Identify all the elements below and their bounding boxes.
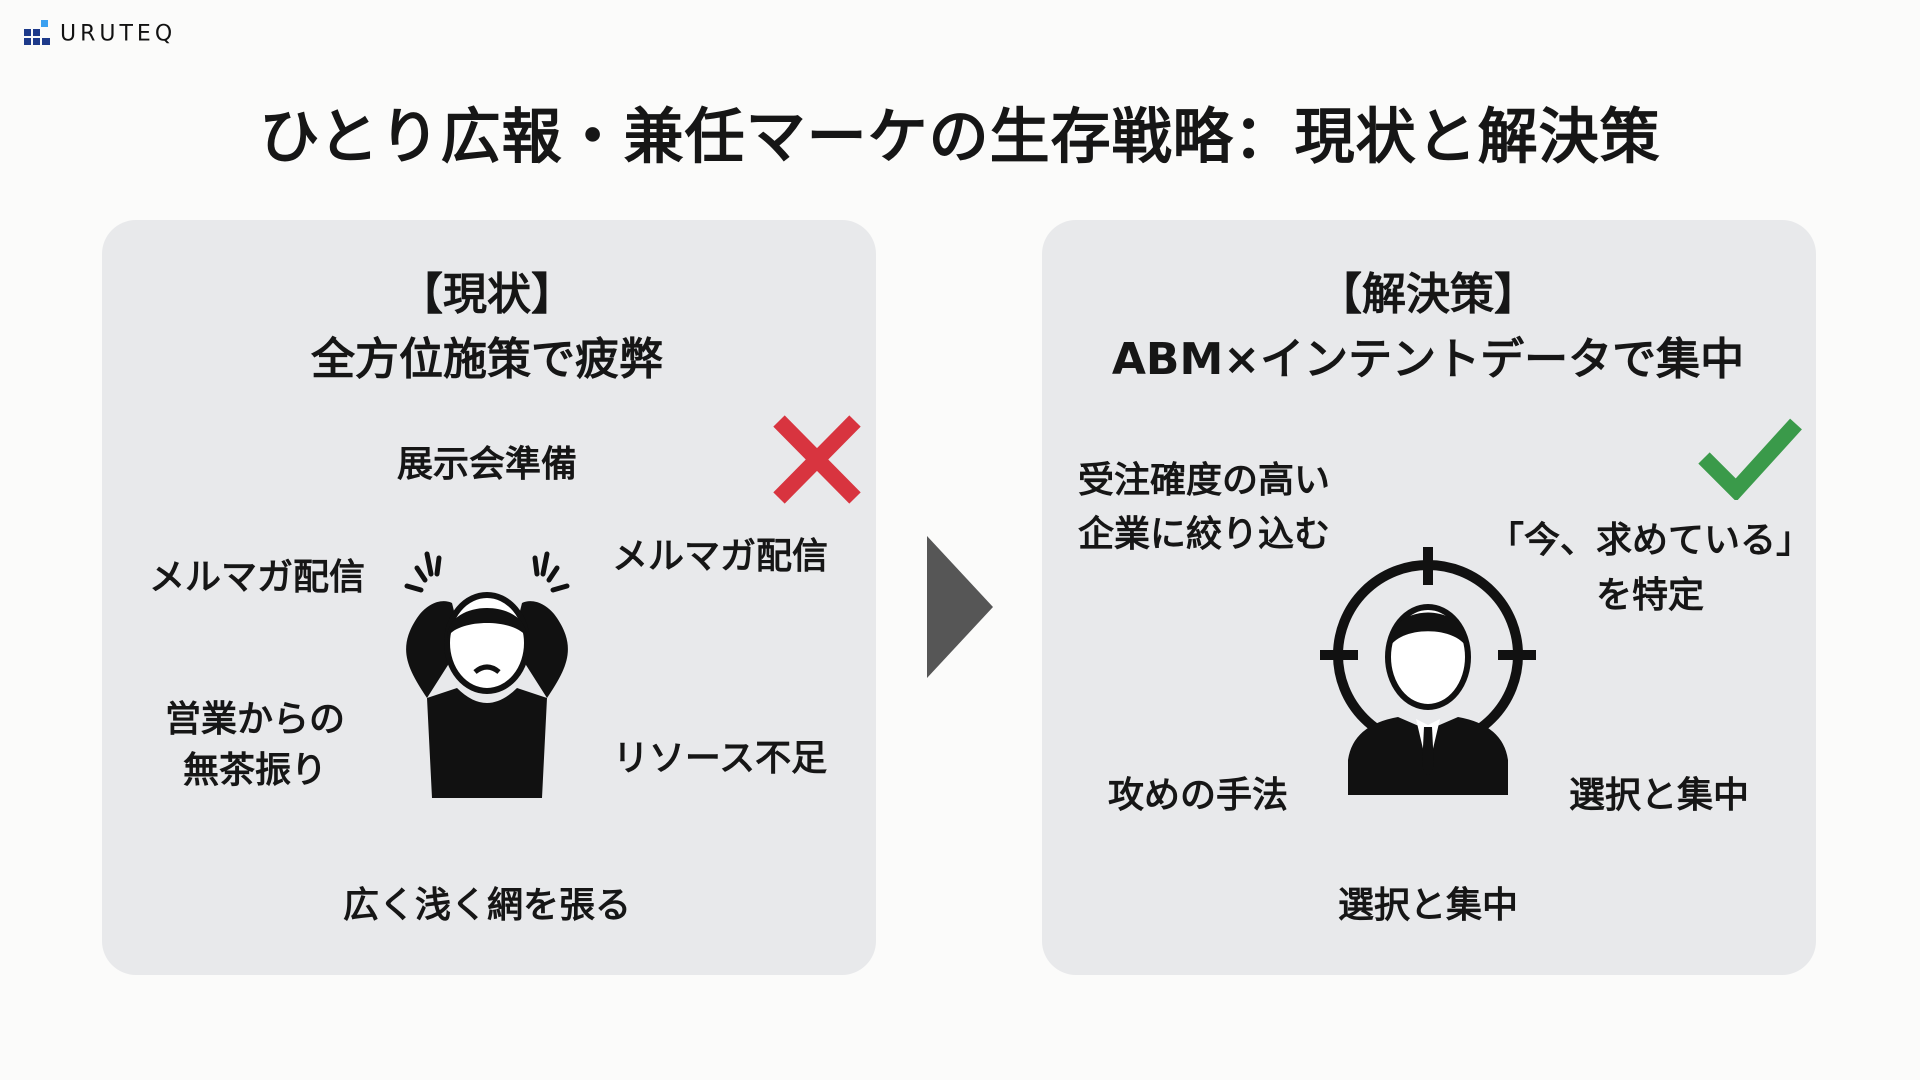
- item-high-probability-1: 受注確度の高い: [1078, 460, 1331, 501]
- item-wide-net: 広く浅く網を張る: [342, 885, 632, 926]
- arrow-right-icon: [927, 536, 993, 678]
- item-resource-shortage: リソース不足: [612, 738, 828, 779]
- logo-icon: [24, 20, 50, 45]
- current-heading: 全方位施策で疲弊: [311, 334, 663, 385]
- item-intent-2: を特定: [1595, 575, 1705, 616]
- item-newsletter-left: メルマガ配信: [148, 557, 366, 598]
- target-person-icon: [1320, 547, 1536, 795]
- item-sales-requests-2: 無茶振り: [182, 750, 328, 791]
- x-mark-icon: [773, 415, 861, 504]
- item-exhibition: 展示会準備: [396, 444, 578, 485]
- solution-heading: ABM×インテントデータで集中: [1111, 334, 1745, 385]
- solution-panel: [1042, 220, 1816, 975]
- item-sales-requests-1: 営業からの: [164, 699, 346, 740]
- item-high-probability-2: 企業に絞り込む: [1078, 514, 1331, 555]
- item-focus-bottom: 選択と集中: [1337, 885, 1519, 926]
- check-mark-icon: [1698, 418, 1802, 500]
- item-offensive-method: 攻めの手法: [1107, 775, 1289, 816]
- item-intent-1: 「今、求めている」: [1487, 520, 1813, 561]
- item-focus-right: 選択と集中: [1568, 775, 1750, 816]
- page-title: ひとり広報・兼任マーケの生存戦略：現状と解決策: [259, 102, 1661, 173]
- logo-text: URUTEQ: [60, 21, 177, 47]
- solution-label: 【解決策】: [1318, 269, 1538, 320]
- current-label: 【現状】: [399, 269, 575, 320]
- stressed-person-icon: [404, 551, 570, 798]
- item-newsletter-right: メルマガ配信: [611, 536, 829, 577]
